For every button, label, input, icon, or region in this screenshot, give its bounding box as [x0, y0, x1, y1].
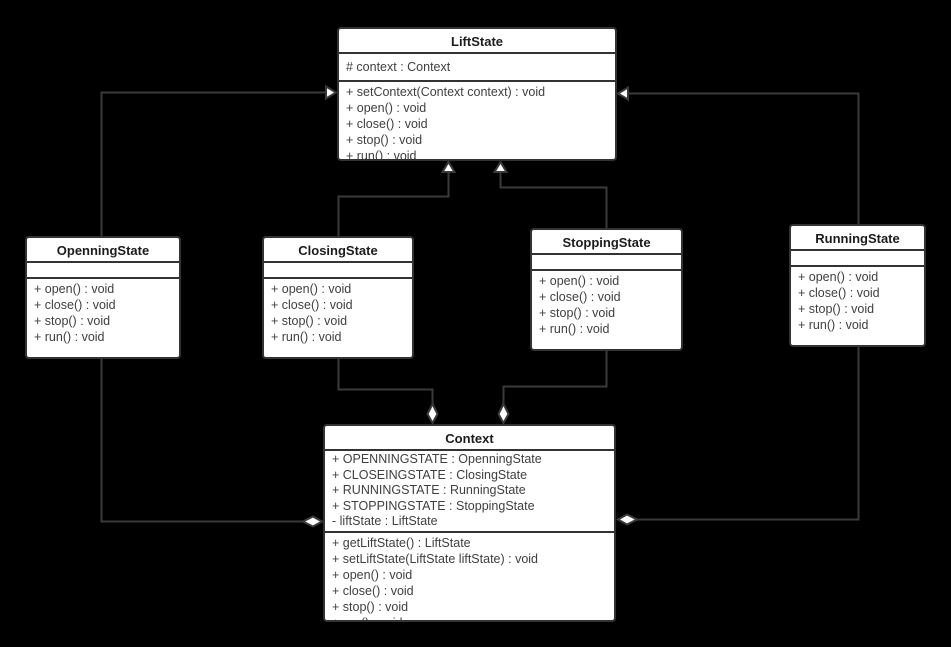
class-member-row: + stop() : void: [798, 302, 875, 316]
class-member-row: + open() : void: [798, 270, 879, 284]
class-member-row: + stop() : void: [332, 599, 409, 614]
class-title: OpenningState: [27, 238, 179, 263]
generalization-openningstate-liftstate[interactable]: [100, 84, 338, 237]
class-member-row: + setContext(Context context) : void: [346, 85, 546, 99]
hollow-diamond-icon: [615, 513, 640, 526]
class-member-row: + run() : void: [271, 330, 342, 344]
class-member-row: # context : Context: [346, 60, 451, 74]
class-box-closingstate[interactable]: ClosingState + open() : void + close() : …: [262, 236, 414, 359]
generalization-closingstate-liftstate[interactable]: [337, 160, 457, 236]
class-title: LiftState: [339, 29, 615, 54]
aggregation-context-stoppingstate[interactable]: [497, 351, 608, 426]
hollow-diamond-icon: [497, 401, 510, 426]
class-attributes-section: [791, 251, 924, 267]
class-member-row: + run() : void: [325, 615, 614, 621]
class-methods-section: + open() : void + close() : void + stop() …: [264, 279, 412, 347]
class-title: ClosingState: [264, 238, 412, 263]
hollow-triangle-arrow-icon: [492, 160, 509, 173]
class-title: StoppingState: [532, 230, 681, 255]
class-member-row: + close() : void: [539, 290, 621, 304]
class-member-row: + open() : void: [332, 567, 413, 582]
hollow-diamond-icon: [300, 515, 325, 528]
class-member-row: + STOPPINGSTATE : StoppingState: [332, 498, 535, 513]
class-box-stoppingstate[interactable]: StoppingState + open() : void + close() :…: [530, 228, 683, 351]
generalization-runningstate-liftstate[interactable]: [616, 85, 860, 225]
aggregation-context-runningstate[interactable]: [615, 347, 860, 526]
class-methods-section: + open() : void + close() : void + stop() …: [791, 267, 924, 335]
hollow-diamond-icon: [426, 401, 439, 426]
class-member-row: - liftState : LiftState: [332, 514, 438, 528]
class-member-row: + stop() : void: [539, 306, 616, 320]
hollow-triangle-arrow-icon: [440, 160, 457, 173]
class-member-row: + close() : void: [271, 298, 353, 312]
class-title: RunningState: [791, 226, 924, 251]
class-member-row: + close() : void: [798, 286, 880, 300]
aggregation-context-openningstate[interactable]: [100, 359, 325, 528]
class-member-row: + close() : void: [34, 298, 116, 312]
class-member-row: + stop() : void: [34, 314, 111, 328]
class-member-row: + run() : void: [346, 149, 417, 161]
class-member-row: + close() : void: [332, 583, 414, 598]
class-methods-section: + getLiftState() : LiftState+ setLiftSta…: [325, 533, 614, 621]
class-member-row: + open() : void: [271, 282, 352, 296]
class-box-liftstate[interactable]: LiftState # context : Context + setConte…: [337, 27, 617, 161]
class-member-row: + setLiftState(LiftState liftState) : vo…: [332, 551, 539, 566]
hollow-triangle-arrow-icon: [325, 84, 338, 101]
class-methods-section: + open() : void + close() : void + stop() …: [27, 279, 179, 347]
class-member-row: + run() : void: [798, 318, 869, 332]
aggregation-context-closingstate[interactable]: [337, 359, 439, 426]
class-member-row: + stop() : void: [346, 133, 423, 147]
class-member-row: + stop() : void: [271, 314, 348, 328]
hollow-triangle-arrow-icon: [616, 85, 629, 102]
class-member-row: + run() : void: [539, 322, 610, 336]
class-member-row: + CLOSEINGSTATE : ClosingState: [332, 467, 528, 482]
class-member-row: + open() : void: [34, 282, 115, 296]
class-attributes-section: [264, 263, 412, 279]
class-attributes-section: # context : Context: [339, 54, 615, 82]
class-member-row: + run() : void: [34, 330, 105, 344]
class-attributes-section: + OPENNINGSTATE : OpenningState+ CLOSEIN…: [325, 451, 614, 533]
class-member-row: + open() : void: [539, 274, 620, 288]
class-attributes-section: [532, 255, 681, 271]
class-member-row: + open() : void: [346, 101, 427, 115]
generalization-stoppingstate-liftstate[interactable]: [492, 160, 608, 228]
class-box-runningstate[interactable]: RunningState + open() : void + close() : …: [789, 224, 926, 347]
class-methods-section: + setContext(Context context) : void + op…: [339, 82, 615, 161]
class-member-row: + OPENNINGSTATE : OpenningState: [332, 452, 542, 466]
class-methods-section: + open() : void + close() : void + stop() …: [532, 271, 681, 339]
class-box-openningstate[interactable]: OpenningState + open() : void + close() :…: [25, 236, 181, 359]
class-member-row: + close() : void: [346, 117, 428, 131]
class-attributes-section: [27, 263, 179, 279]
class-member-row: + getLiftState() : LiftState: [332, 535, 471, 550]
class-member-row: + RUNNINGSTATE : RunningState: [332, 483, 526, 497]
class-title: Context: [325, 426, 614, 451]
class-box-context[interactable]: Context + OPENNINGSTATE : OpenningState+…: [323, 424, 616, 622]
